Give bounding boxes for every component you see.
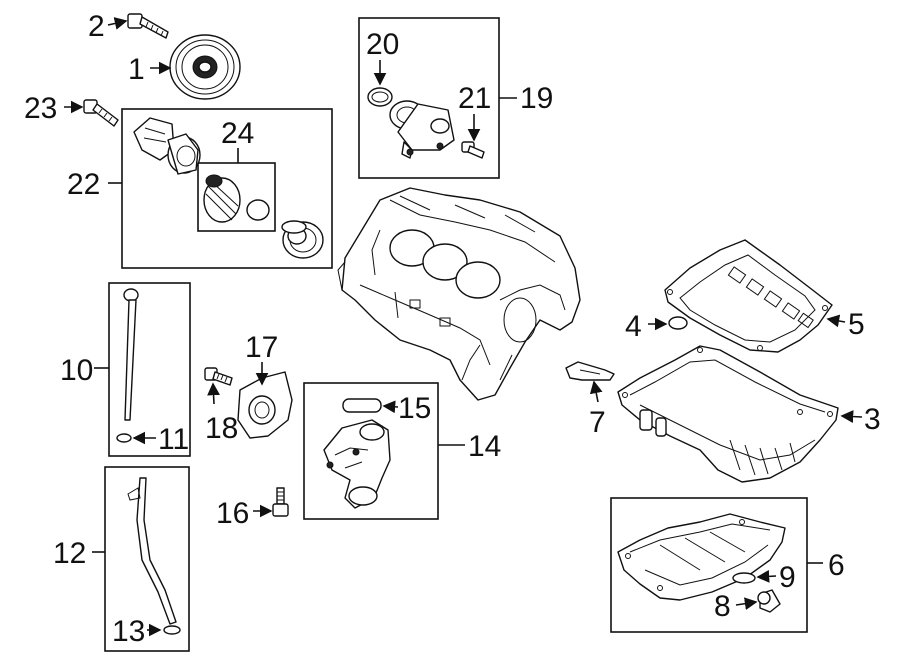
- oil-filter-cap-part: [281, 220, 324, 259]
- callout-24: 24: [221, 117, 254, 150]
- engine-mount-bracket-part: [237, 371, 293, 439]
- oil-filter-element-part: [203, 174, 241, 223]
- callout-18: 18: [205, 412, 238, 445]
- callout-1: 1: [128, 53, 145, 86]
- windage-tray-part: [664, 239, 833, 353]
- callout-16: 16: [216, 497, 249, 530]
- callout-7: 7: [589, 406, 606, 439]
- oil-baffle-part: [565, 361, 615, 381]
- coolant-outlet-part: [389, 100, 455, 159]
- callout-2: 2: [88, 10, 105, 43]
- box-group-24: [197, 162, 276, 232]
- callout-4: 4: [625, 310, 642, 343]
- bracket-bolt-part: [204, 367, 233, 386]
- callout-11: 11: [158, 423, 189, 456]
- upper-oil-pan-part: [617, 345, 839, 483]
- outlet-bolt-part: [461, 141, 485, 159]
- callout-5: 5: [848, 308, 865, 341]
- drain-plug-gasket-part: [732, 572, 756, 584]
- dipstick-tube-part: [127, 477, 177, 625]
- callout-9: 9: [779, 561, 796, 594]
- callout-labels: 2 1 23 22 24 20 21 19 10 11 12 13 15 14 …: [24, 10, 881, 648]
- callout-20: 20: [366, 28, 399, 61]
- lower-oil-pan-part: [617, 513, 786, 601]
- leader-lines: [64, 17, 863, 637]
- box-group-10: [108, 282, 191, 457]
- box-group-6: [610, 497, 808, 633]
- callout-3: 3: [864, 403, 881, 436]
- box-group-14: [303, 382, 439, 520]
- callout-10: 10: [60, 354, 93, 387]
- callout-14: 14: [468, 430, 501, 463]
- crankshaft-pulley-part: [169, 34, 241, 100]
- oil-dipstick-part: [123, 288, 139, 421]
- pump-gasket-part: [342, 398, 382, 413]
- dipstick-o-ring-part: [116, 433, 132, 443]
- callout-12: 12: [53, 537, 86, 570]
- engine-block-part: [337, 187, 581, 401]
- box-group-22: [121, 108, 333, 269]
- pulley-bolt-part: [127, 13, 169, 39]
- callout-13: 13: [112, 615, 145, 648]
- callout-17: 17: [245, 331, 278, 364]
- tube-o-ring-part: [163, 625, 181, 635]
- filter-bolt-part: [83, 99, 119, 127]
- drain-plug-part: [757, 589, 781, 613]
- seal-ring-part: [367, 87, 393, 107]
- callout-6: 6: [828, 549, 845, 582]
- box-group-12: [104, 466, 190, 652]
- oil-pump-part: [323, 419, 391, 509]
- callout-22: 22: [67, 168, 100, 201]
- callout-15: 15: [398, 392, 431, 425]
- pan-o-ring-part: [668, 316, 688, 330]
- callout-21: 21: [458, 82, 491, 115]
- callout-19: 19: [520, 82, 553, 115]
- pump-bolt-part: [272, 487, 289, 517]
- filter-o-ring-part: [246, 199, 270, 221]
- callout-23: 23: [24, 92, 57, 125]
- oil-filter-adapter-part: [133, 117, 201, 175]
- callout-8: 8: [714, 590, 731, 623]
